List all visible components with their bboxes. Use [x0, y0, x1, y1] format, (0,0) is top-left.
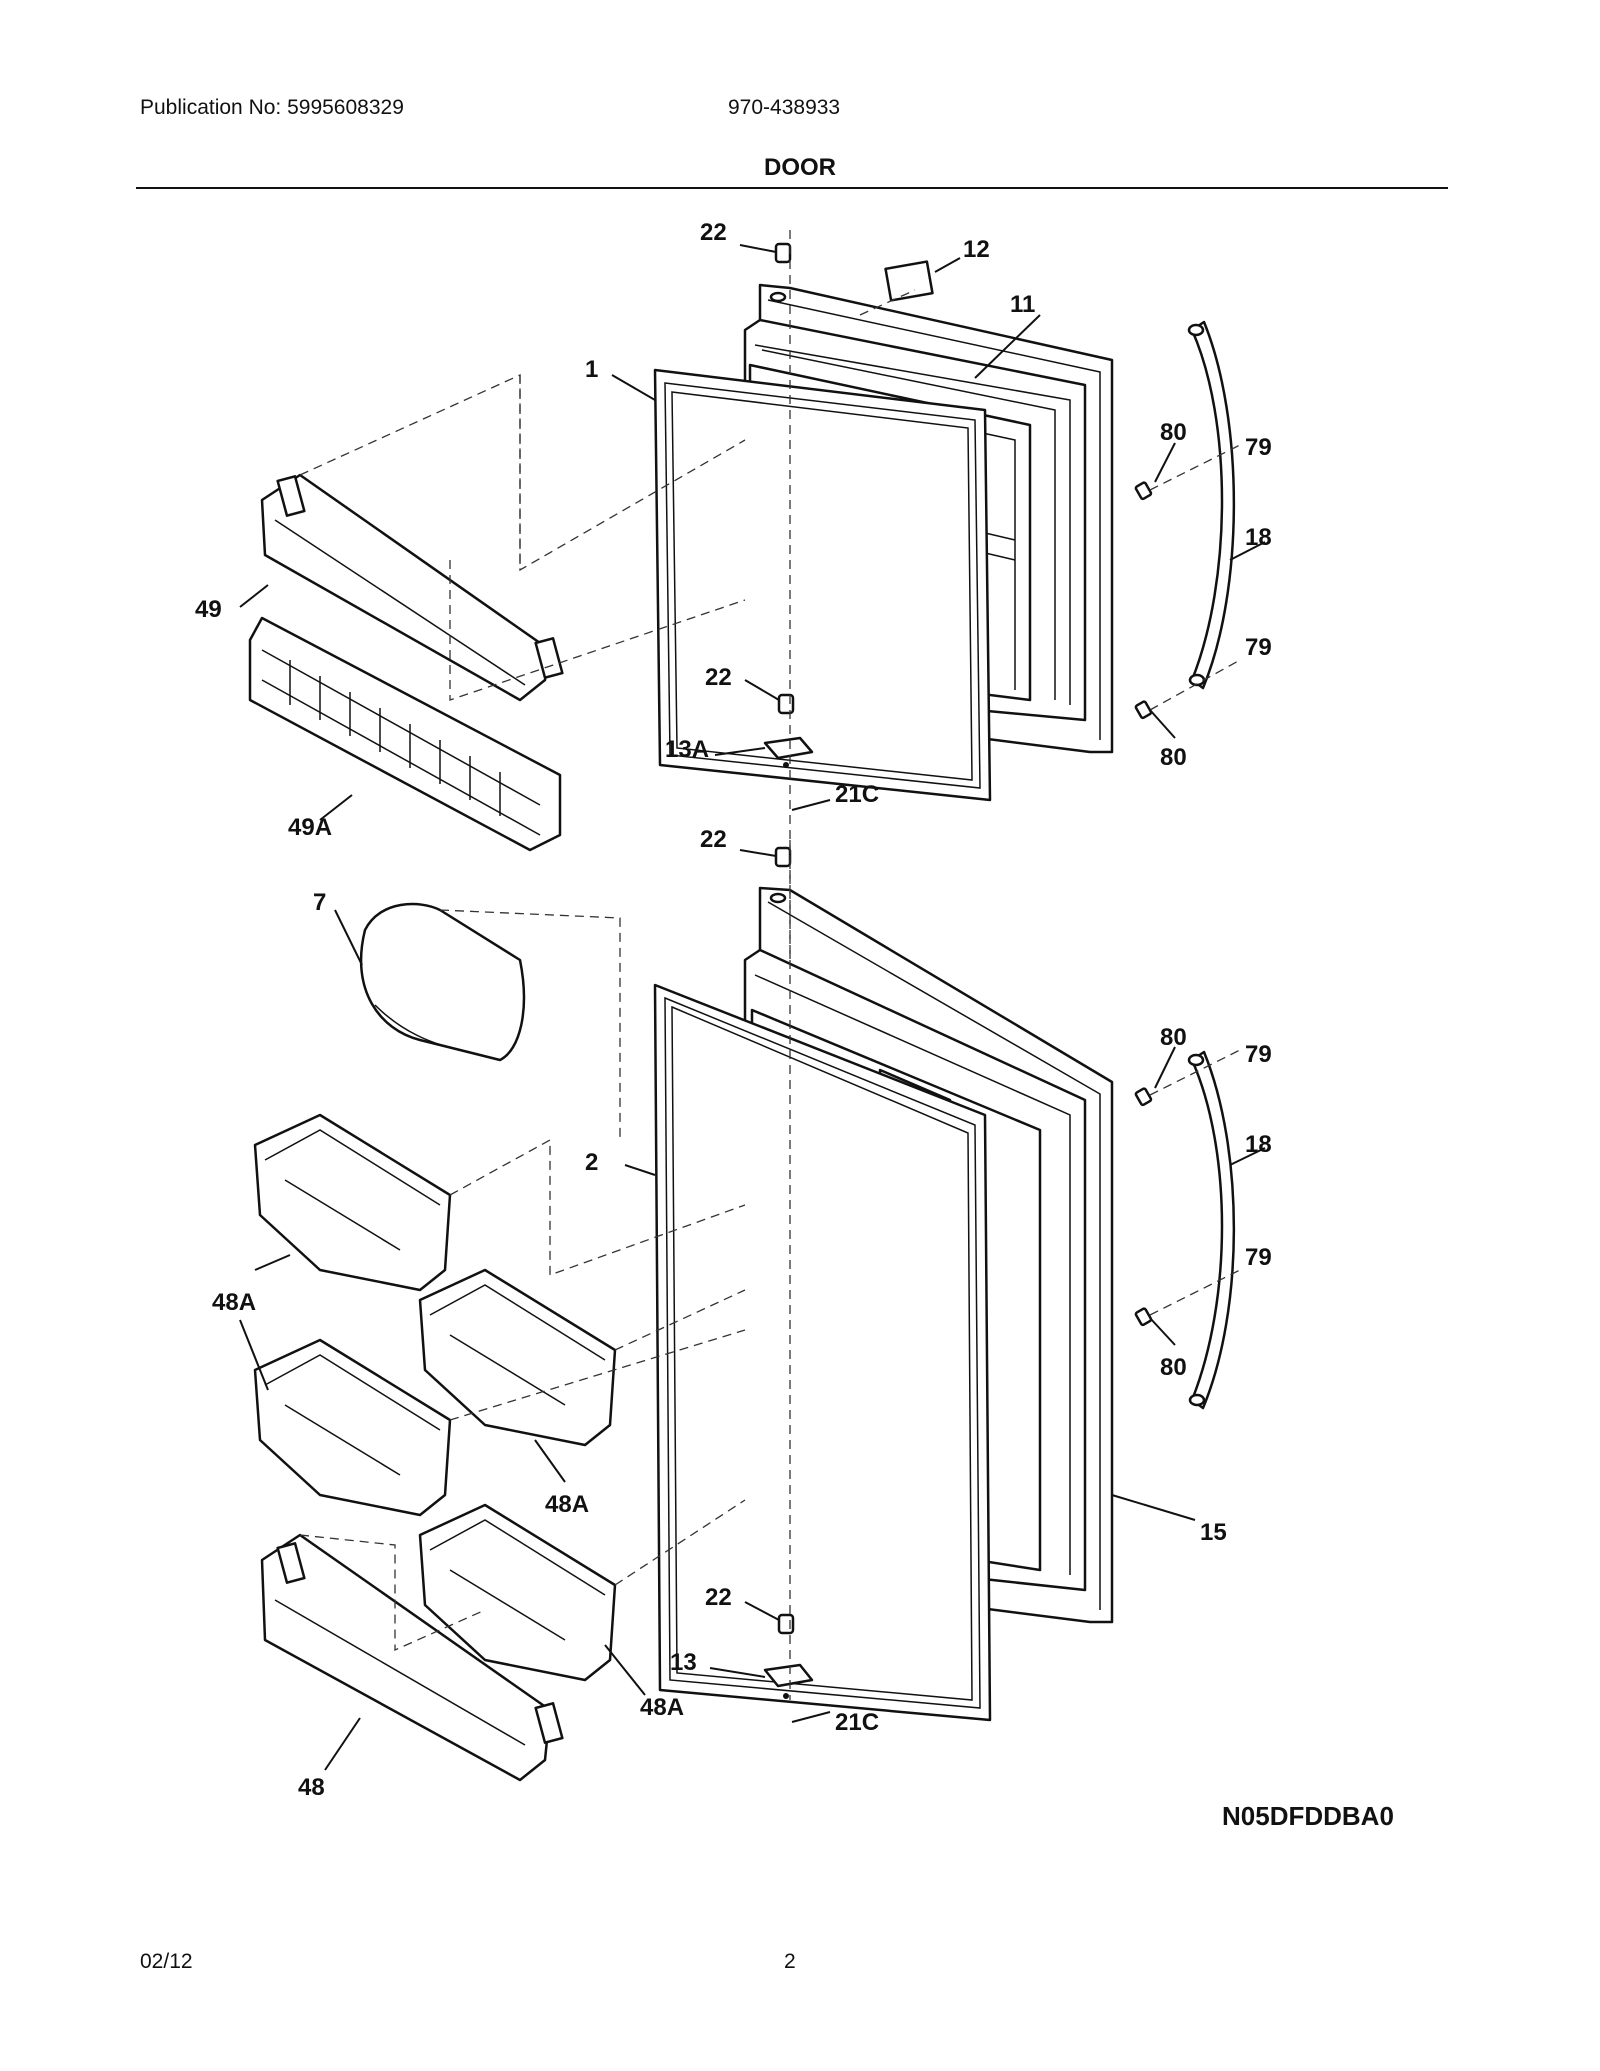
callout-79-b: 79 — [1245, 634, 1272, 661]
page-number: 2 — [784, 1950, 796, 1973]
callout-79-d: 79 — [1245, 1244, 1272, 1271]
freezer-door-gasket — [653, 368, 992, 802]
fresh-food-handle — [1187, 1050, 1236, 1410]
model-number: 970-438933 — [728, 96, 841, 119]
freezer-handle — [1187, 320, 1236, 690]
callout-48a-b: 48A — [545, 1491, 589, 1518]
callout-80-b: 80 — [1160, 744, 1187, 771]
callout-80-c: 80 — [1160, 1024, 1187, 1051]
callout-22-b: 22 — [705, 664, 732, 691]
door-bin-3 — [253, 1338, 452, 1517]
callout-48: 48 — [298, 1774, 325, 1801]
callout-15: 15 — [1200, 1519, 1227, 1546]
freezer-wire-basket — [248, 616, 562, 852]
callout-80-a: 80 — [1160, 419, 1187, 446]
callout-22-top: 22 — [700, 219, 727, 246]
callout-2: 2 — [585, 1149, 598, 1176]
callout-7: 7 — [313, 889, 326, 916]
diagram-code: N05DFDDBA0 — [1222, 1801, 1394, 1831]
callout-79-c: 79 — [1245, 1041, 1272, 1068]
assembly-guide-lines — [299, 230, 1241, 1700]
callout-79-a: 79 — [1245, 434, 1272, 461]
callout-1: 1 — [585, 356, 598, 383]
callout-18-b: 18 — [1245, 1131, 1272, 1158]
callout-80-d: 80 — [1160, 1354, 1187, 1381]
callout-22-d: 22 — [705, 1584, 732, 1611]
freezer-hardware — [763, 242, 1153, 768]
revision-date: 02/12 — [140, 1950, 193, 1973]
freezer-door-shelf-bar — [260, 473, 564, 702]
door-bin-2 — [418, 1268, 617, 1447]
callout-22-c: 22 — [700, 826, 727, 853]
callout-49: 49 — [195, 596, 222, 623]
callout-13: 13 — [670, 1649, 697, 1676]
callout-11: 11 — [1010, 291, 1035, 318]
fresh-food-door-gasket — [653, 983, 992, 1722]
callout-21c-b: 21C — [835, 1709, 879, 1736]
callout-12: 12 — [963, 236, 990, 263]
callout-48a-c: 48A — [640, 1694, 684, 1721]
door-bin-4 — [418, 1503, 617, 1682]
publication-number: Publication No: 5995608329 — [140, 96, 404, 119]
dairy-compartment-door — [359, 902, 526, 1062]
fresh-food-shelf-bar — [260, 1533, 564, 1782]
callout-49a: 49A — [288, 814, 332, 841]
leader-lines — [239, 244, 1266, 1771]
callout-21c-a: 21C — [835, 781, 879, 808]
page-title: DOOR — [764, 154, 836, 181]
fresh-food-hardware — [763, 846, 1153, 1699]
callout-18-a: 18 — [1245, 524, 1272, 551]
door-bin-1 — [253, 1113, 452, 1292]
callout-48a-a: 48A — [212, 1289, 256, 1316]
callout-13a: 13A — [665, 736, 709, 763]
title-divider — [136, 187, 1448, 189]
